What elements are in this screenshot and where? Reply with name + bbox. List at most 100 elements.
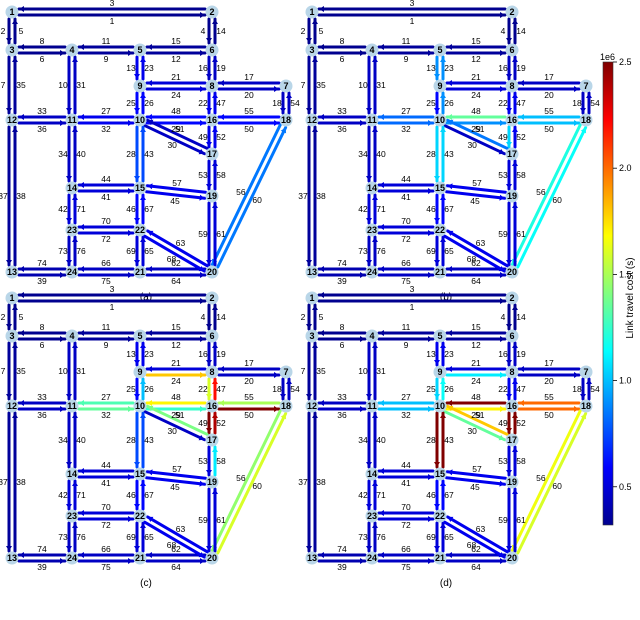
- node-3: [305, 329, 319, 343]
- link-label-67: 67: [144, 204, 154, 214]
- link-arrow-75: [428, 272, 433, 278]
- link-label-42: 42: [58, 204, 68, 214]
- link-label-38: 38: [316, 191, 326, 201]
- link-arrow-76: [372, 237, 378, 242]
- link-label-5: 5: [19, 312, 24, 322]
- link-arrow-13: [434, 360, 440, 365]
- link-arrow-2: [6, 38, 12, 43]
- link-arrow-75: [128, 272, 133, 278]
- colorbar-ticks: 0.51.01.52.02.5: [613, 57, 632, 492]
- link-arrow-49: [506, 142, 512, 147]
- link-arrow-39: [60, 558, 65, 564]
- link-arrow-7: [306, 394, 312, 399]
- link-label-8: 8: [40, 36, 45, 46]
- link-label-10: 10: [358, 80, 368, 90]
- node-6: [205, 329, 219, 343]
- link-arrow-66: [79, 552, 84, 558]
- node-label-13: 13: [307, 553, 317, 563]
- link-arrow-45: [199, 194, 205, 201]
- node-label-11: 11: [67, 115, 77, 125]
- link-label-54: 54: [290, 384, 300, 394]
- link-arrow-60: [580, 413, 587, 420]
- node-label-8: 8: [509, 81, 514, 91]
- link-label-59: 59: [198, 229, 208, 239]
- node-7: [579, 365, 593, 379]
- link-label-42: 42: [58, 490, 68, 500]
- node-24: [65, 551, 79, 565]
- link-arrow-47: [212, 379, 218, 384]
- node-9: [433, 79, 447, 93]
- node-label-17: 17: [507, 149, 517, 159]
- link-label-34: 34: [58, 149, 68, 159]
- link-labels-layer: 1234567891011121314151617181920212223242…: [0, 284, 300, 572]
- link-arrow-5: [312, 19, 318, 24]
- node-label-4: 4: [69, 331, 74, 341]
- link-arrow-4: [206, 38, 212, 43]
- node-8: [205, 365, 219, 379]
- network-panel-4: 1234567891011121314151617181920212223242…: [298, 284, 600, 589]
- link-label-16: 16: [498, 63, 508, 73]
- link-label-71: 71: [376, 204, 386, 214]
- link-arrow-29: [200, 406, 205, 412]
- link-label-61: 61: [516, 229, 526, 239]
- link-arrow-47: [512, 93, 518, 98]
- link-label-29: 29: [471, 124, 481, 134]
- link-label-49: 49: [498, 418, 508, 428]
- link-arrow-14: [212, 19, 218, 24]
- link-arrow-2: [306, 324, 312, 329]
- link-arrow-48: [447, 400, 452, 406]
- link-arrow-7: [6, 394, 12, 399]
- link-label-20: 20: [244, 376, 254, 386]
- link-label-64: 64: [471, 276, 481, 286]
- node-label-16: 16: [507, 115, 517, 125]
- link-arrow-67: [140, 195, 146, 200]
- link-arrow-23: [440, 343, 446, 348]
- network-panel-3: 1234567891011121314151617181920212223242…: [0, 284, 300, 589]
- link-label-60: 60: [552, 481, 562, 491]
- link-arrow-24: [200, 86, 205, 92]
- link-label-26: 26: [444, 98, 454, 108]
- link-label-2: 2: [1, 312, 6, 322]
- node-label-12: 12: [307, 115, 317, 125]
- link-60: [216, 412, 288, 555]
- link-label-49: 49: [198, 418, 208, 428]
- link-arrow-61: [212, 489, 218, 494]
- node-label-18: 18: [581, 401, 591, 411]
- link-label-20: 20: [544, 376, 554, 386]
- node-17: [205, 147, 219, 161]
- node-label-12: 12: [307, 401, 317, 411]
- link-arrow-31: [72, 343, 78, 348]
- node-label-9: 9: [137, 81, 142, 91]
- link-label-55: 55: [544, 392, 554, 402]
- link-arrow-62: [147, 552, 152, 558]
- link-label-13: 13: [426, 63, 436, 73]
- link-51: [146, 118, 209, 150]
- link-arrow-3: [319, 292, 324, 298]
- link-arrow-27: [379, 400, 384, 406]
- link-arrow-2: [6, 324, 12, 329]
- link-label-17: 17: [544, 358, 554, 368]
- link-30: [443, 124, 506, 156]
- link-arrow-69: [134, 260, 140, 265]
- node-16: [505, 399, 519, 413]
- link-label-37: 37: [298, 477, 308, 487]
- link-arrow-33: [19, 114, 24, 120]
- link-arrow-71: [72, 481, 78, 486]
- link-arrow-8: [19, 44, 24, 50]
- link-label-33: 33: [337, 392, 347, 402]
- link-arrow-67: [440, 195, 446, 200]
- link-arrow-43: [440, 127, 446, 132]
- node-17: [505, 433, 519, 447]
- link-arrow-61: [212, 203, 218, 208]
- link-label-67: 67: [144, 490, 154, 500]
- link-arrow-59: [206, 260, 212, 265]
- link-label-23: 23: [444, 349, 454, 359]
- node-label-3: 3: [9, 331, 14, 341]
- link-arrow-41: [428, 474, 433, 480]
- link-arrow-47: [512, 379, 518, 384]
- link-arrow-20: [274, 372, 279, 378]
- link-label-68: 68: [467, 540, 477, 550]
- link-label-48: 48: [471, 392, 481, 402]
- link-57: [145, 470, 207, 480]
